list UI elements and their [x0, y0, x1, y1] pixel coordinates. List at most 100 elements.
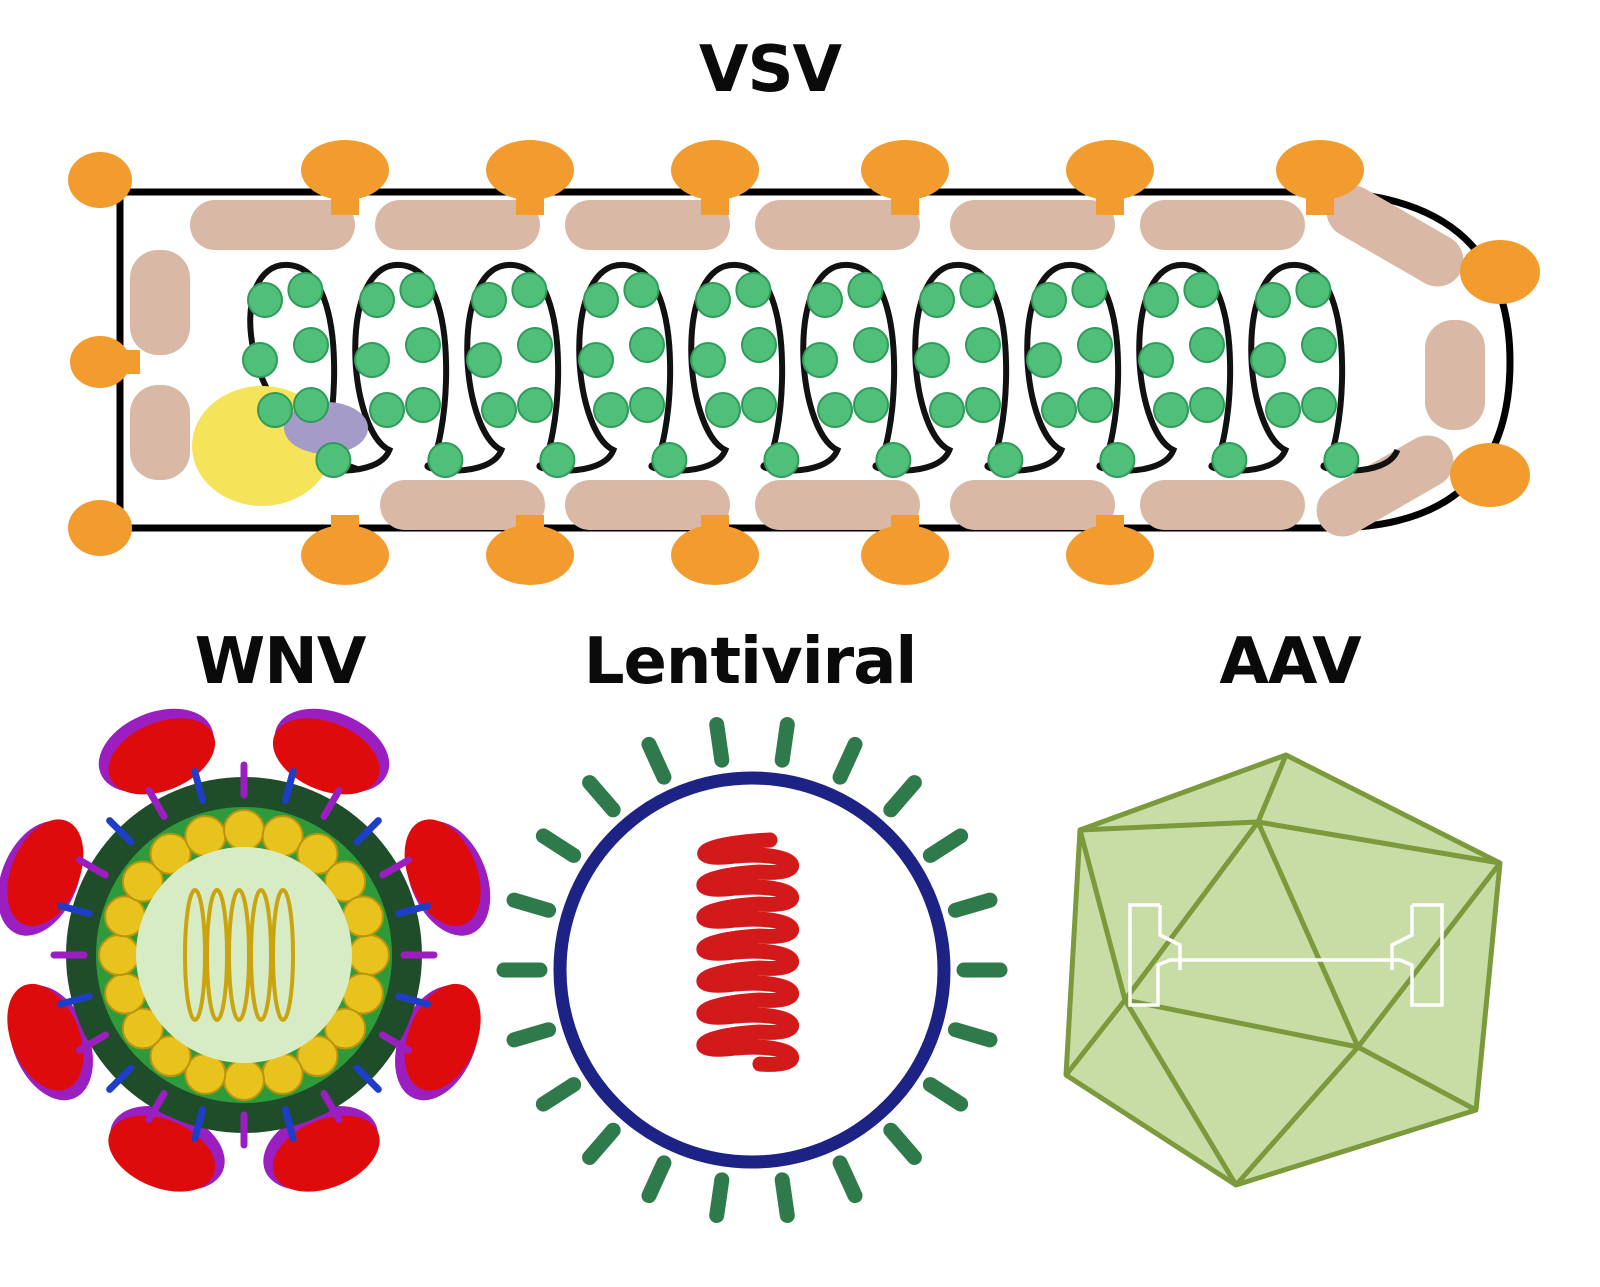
vsv-glycoprotein-cap [486, 525, 574, 585]
vsv-nucleoprotein-bead [242, 342, 278, 378]
vsv-nucleoprotein-bead [1077, 327, 1113, 363]
vsv-matrix-pill [1326, 185, 1464, 287]
wnv-membrane-stem [281, 1106, 297, 1143]
wnv-envelope-protein [404, 983, 481, 1091]
vsv-nucleoprotein-bead [1323, 442, 1360, 478]
vsv-matrix-pill [755, 200, 920, 250]
vsv-nucleoprotein-bead [405, 327, 441, 363]
wnv-membrane-stem [379, 856, 413, 879]
vsv-nucleoprotein-bead [354, 342, 390, 378]
vsv-nucleoprotein-bead [623, 272, 660, 308]
vsv-nucleoprotein-bead [539, 442, 576, 478]
wnv-capsid-unit [324, 1007, 367, 1050]
wnv-envelope-protein [272, 1115, 380, 1192]
lentiviral-spike [641, 1155, 672, 1204]
vsv-nucleoprotein-bead [741, 387, 777, 423]
wnv-envelope-protein [404, 819, 481, 927]
vsv-glycoprotein-cap [1450, 443, 1530, 507]
vsv-nucleoprotein-bead [369, 392, 405, 428]
wnv-capsid-unit [296, 832, 339, 875]
vsv-nucleoprotein-bead [1250, 342, 1286, 378]
wnv-capsid-unit [296, 1035, 339, 1078]
wnv-membrane-stem [379, 1031, 413, 1054]
vsv-nucleoprotein-bead [1138, 342, 1174, 378]
lentiviral-spike [883, 1122, 922, 1165]
wnv-membrane-stem [320, 786, 343, 820]
vsv-matrix-pill [130, 250, 190, 355]
vsv-nucleoprotein-bead [1301, 327, 1337, 363]
lentiviral-envelope-spikes [496, 717, 1008, 1223]
vsv-matrix-pill [380, 480, 545, 530]
vsv-nucleoprotein-bead [1071, 272, 1108, 308]
vsv-nucleoprotein-bead [1041, 392, 1077, 428]
aav-capsid-edges [1064, 754, 1502, 1188]
lentiviral-spike [641, 736, 672, 785]
vsv-matrix-pill [950, 480, 1115, 530]
vsv-nucleoprotein-bead [965, 387, 1001, 423]
wnv-capsid-unit [324, 860, 367, 903]
vsv-nucleoprotein-bead [965, 327, 1001, 363]
wnv-membrane-stem [191, 767, 207, 804]
vsv-glycoprotein-cap [671, 140, 759, 200]
vsv-nucleoprotein-bead [1099, 442, 1136, 478]
vsv-nucleoprotein-bead [315, 442, 352, 478]
vsv-nucleoprotein-bead [847, 272, 884, 308]
vsv-nucleoprotein-bead [1211, 442, 1248, 478]
vsv-rnp-coil [247, 261, 1401, 474]
wnv-title: WNV [194, 625, 367, 699]
vsv-glycoprotein-spikes [68, 140, 1540, 585]
vsv-glycoprotein-cap [1066, 140, 1154, 200]
lentiviral-spike [709, 717, 730, 768]
wnv-envelope-protein [108, 718, 216, 795]
vsv-glycoprotein-stem [100, 350, 140, 374]
vsv-nucleoprotein-bead [593, 392, 629, 428]
wnv-capsid-unit [121, 1007, 164, 1050]
aav-genome-itr [1128, 903, 1444, 1007]
vsv-glycoprotein-cap [68, 152, 132, 208]
vsv-nucleoprotein-bead [583, 282, 619, 318]
vsv-nucleoprotein-bead [807, 282, 843, 318]
vsv-nucleoprotein-bead [1295, 272, 1332, 308]
vsv-nucleoprotein-bead [405, 387, 441, 423]
wnv-envelope-protein [7, 983, 84, 1091]
vsv-matrix-pill [1316, 435, 1454, 537]
vsv-glycoprotein-cap [1276, 140, 1364, 200]
lentiviral-spike [922, 1077, 969, 1112]
wnv-membrane-stem [320, 1090, 343, 1124]
vsv-nucleoprotein-bead [287, 272, 324, 308]
wnv-membrane-stem [281, 767, 297, 804]
aav-title: AAV [1219, 625, 1361, 699]
vsv-nucleoprotein-bead [1026, 342, 1062, 378]
vsv-glycoprotein-cap [486, 140, 574, 200]
vsv-matrix-protein-layer [130, 185, 1485, 537]
vsv-glycoprotein-cap [301, 140, 389, 200]
wnv-capsid-unit [149, 832, 192, 875]
vsv-nucleoprotein-bead [466, 342, 502, 378]
wnv-membrane-stem [145, 1090, 168, 1124]
vsv-nucleoprotein-bead [1189, 327, 1225, 363]
wnv-membrane-stem [353, 817, 382, 846]
vsv-nucleoprotein-bead [875, 442, 912, 478]
wnv-membrane-stem [395, 902, 432, 918]
vsv-matrix-pill [565, 480, 730, 530]
vsv-nucleoprotein-bead [511, 272, 548, 308]
vsv-glycoprotein-cap [671, 525, 759, 585]
vsv-nucleoprotein-bead [481, 392, 517, 428]
vsv-glycoprotein-cap [68, 500, 132, 556]
vsv-glycoprotein-cap [861, 525, 949, 585]
vsv-glycoprotein-cap [301, 525, 389, 585]
vsv-nucleoprotein-bead [763, 442, 800, 478]
lentiviral-spike [883, 775, 922, 818]
vsv-nucleoprotein-bead [959, 272, 996, 308]
wnv-membrane-stem [106, 1064, 135, 1093]
lentiviral-spike [922, 828, 969, 863]
vsv-matrix-pill [565, 200, 730, 250]
lentiviral-spike [832, 736, 863, 785]
vsv-matrix-pill [190, 200, 355, 250]
vsv-nucleoprotein-bead [629, 387, 665, 423]
vsv-nucleoprotein-bead [247, 282, 283, 318]
vsv-matrix-pill [375, 200, 540, 250]
wnv-capsid-unit [121, 860, 164, 903]
